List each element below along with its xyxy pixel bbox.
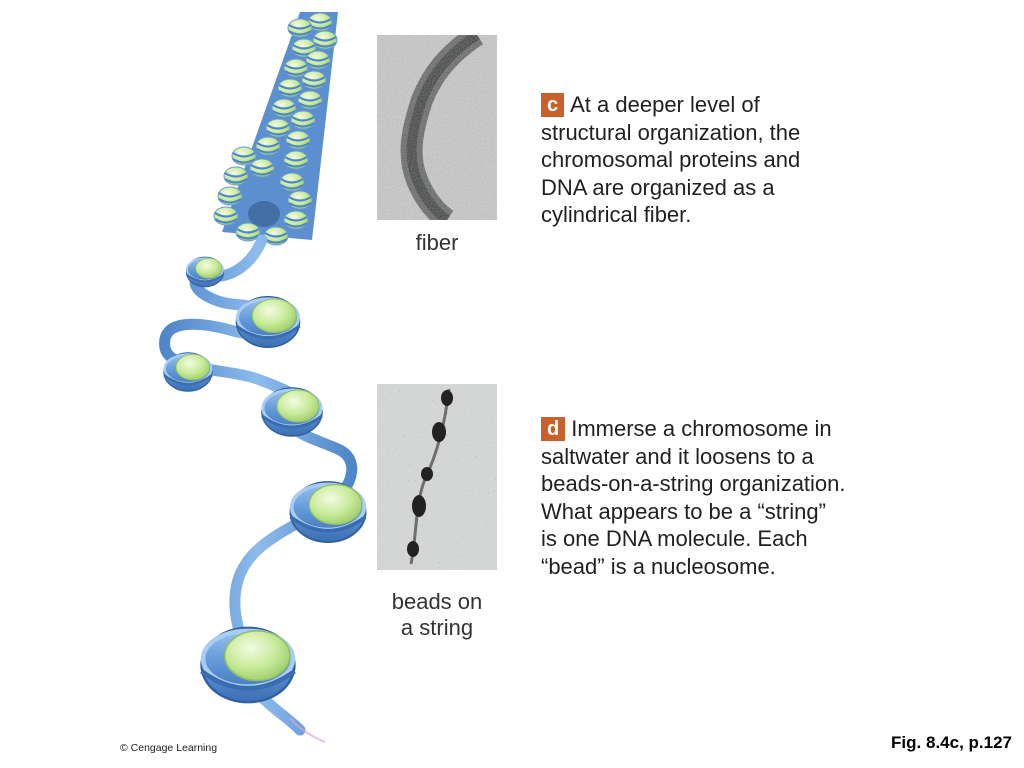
nucleosome bbox=[260, 386, 324, 438]
panel-c-line: structural organization, the bbox=[541, 119, 801, 145]
panel-c-line: cylindrical fiber. bbox=[541, 202, 692, 227]
copyright-notice: © Cengage Learning bbox=[120, 742, 218, 754]
nucleosome bbox=[202, 628, 295, 702]
figure-reference: Fig. 8.4c, p.127 bbox=[891, 733, 1012, 752]
beads-label: beads on a string bbox=[365, 589, 509, 641]
beads-micrograph bbox=[377, 384, 497, 570]
panel-c-line-text: At a deeper level of bbox=[570, 92, 760, 117]
panel-d-line: What appears to be a “string” bbox=[541, 498, 826, 524]
nucleosome bbox=[185, 256, 225, 288]
panel-d-line: beads-on-a-string organization. bbox=[541, 471, 846, 496]
panel-d-letter: d bbox=[541, 417, 566, 441]
beads-label-line: beads on bbox=[391, 589, 483, 614]
fiber-micrograph bbox=[377, 35, 497, 220]
dna-linker bbox=[159, 234, 358, 736]
nucleosome bbox=[162, 351, 214, 393]
beads-label-line: a string bbox=[400, 615, 474, 640]
panel-d-line: saltwater and it loosens to a bbox=[541, 443, 814, 469]
nucleosome bbox=[234, 295, 302, 349]
fiber-label: fiber bbox=[415, 230, 459, 255]
panel-d-line-text: Immerse a chromosome in bbox=[571, 416, 832, 441]
panel-c-line: chromosomal proteins and bbox=[541, 147, 801, 172]
panel-c-letter: c bbox=[541, 93, 565, 117]
nucleosome bbox=[288, 480, 368, 544]
panel-d-line: “bead” is a nucleosome. bbox=[541, 553, 776, 579]
chromatin-illustration bbox=[159, 11, 368, 743]
chromatin-fiber bbox=[212, 11, 339, 247]
panel-c-line: DNA are organized as a bbox=[541, 174, 775, 200]
panel-d-line: is one DNA molecule. Each bbox=[541, 526, 808, 551]
